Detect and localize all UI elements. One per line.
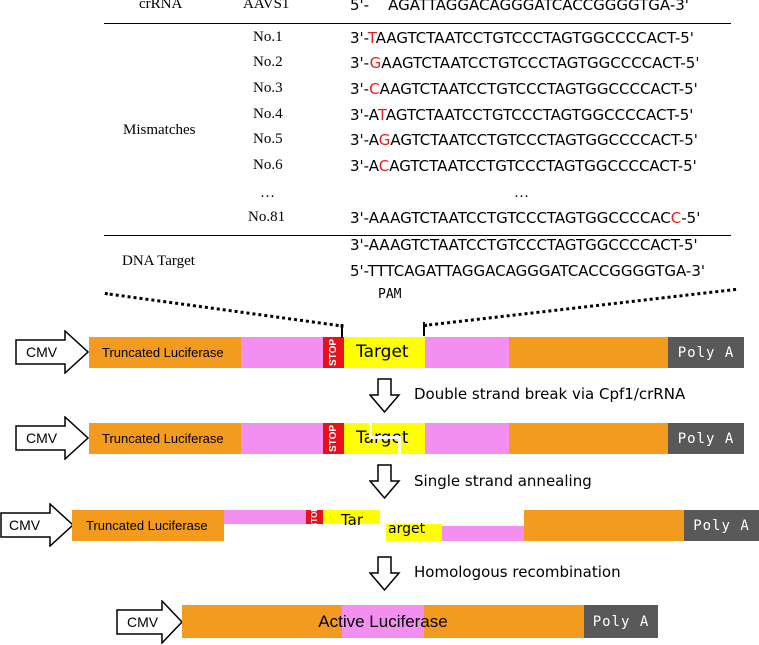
luciferase-fragment bbox=[509, 423, 668, 454]
mismatch-row-label: No.4 bbox=[253, 106, 283, 122]
mismatch-row-label: No.1 bbox=[253, 29, 283, 45]
polya-box: Poly A bbox=[684, 510, 759, 541]
cmv-arrow-icon bbox=[15, 416, 89, 460]
mismatch-row-label: No.5 bbox=[253, 131, 283, 147]
ellipsis-sequence: … bbox=[514, 185, 529, 201]
step-caption: Single strand annealing bbox=[414, 472, 592, 490]
down-arrow-icon bbox=[369, 556, 401, 592]
luciferase-fragment bbox=[524, 510, 684, 541]
pink-region bbox=[425, 423, 509, 454]
mismatch-row-label: No.81 bbox=[248, 209, 286, 225]
stop-codon: STOP bbox=[323, 423, 344, 454]
mismatch-base: G bbox=[369, 54, 382, 72]
pink-region bbox=[442, 526, 524, 541]
break-gap bbox=[369, 423, 372, 439]
table-middle-rule bbox=[104, 235, 731, 236]
mismatch-row-sequence: 3'-TAAGTCTAATCCTGTCCCTAGTGGCCCCACT-5' bbox=[350, 29, 694, 47]
cmv-arrow-icon bbox=[0, 503, 74, 547]
aavs1-label: AAVS1 bbox=[243, 0, 290, 12]
stop-codon: STOP bbox=[306, 510, 323, 524]
mismatch-row-sequence: 3'-GAAGTCTAATCCTGTCCCTAGTGGCCCCACT-5' bbox=[350, 54, 700, 72]
cmv-label: CMV bbox=[26, 344, 58, 360]
pam-label: PAM bbox=[378, 287, 402, 302]
polya-box: Poly A bbox=[668, 337, 744, 368]
luciferase-fragment bbox=[89, 337, 241, 368]
crrna-sequence: 5'- AGATTAGGACAGGGATCACCGGGGTGA-3' bbox=[350, 0, 689, 14]
luciferase-fragment bbox=[182, 605, 342, 638]
mismatch-base: T bbox=[367, 29, 376, 47]
luciferase-fragment bbox=[509, 337, 668, 368]
cmv-arrow-icon bbox=[116, 600, 184, 644]
cmv-label: CMV bbox=[127, 614, 159, 630]
target-site bbox=[344, 337, 425, 368]
mismatch-row-sequence: 3'-AAAGTCTAATCCTGTCCCTAGTGGCCCCACC-5' bbox=[350, 209, 701, 227]
pink-region bbox=[241, 423, 323, 454]
cut-marker bbox=[341, 324, 343, 338]
table-top-rule bbox=[104, 23, 731, 24]
mismatch-base: C bbox=[378, 157, 390, 175]
mismatch-row-sequence: 3'-ACAGTCTAATCCTGTCCCTAGTGGCCCCACT-5' bbox=[350, 157, 697, 175]
mismatch-row-label: No.2 bbox=[253, 54, 283, 70]
zoom-line-left bbox=[104, 292, 344, 328]
dna-target-label: DNA Target bbox=[122, 253, 195, 269]
step-caption: Double strand break via Cpf1/crRNA bbox=[414, 385, 686, 403]
target-label: arget bbox=[388, 521, 426, 537]
mismatch-row-label: No.3 bbox=[253, 80, 283, 96]
polya-box: Poly A bbox=[584, 605, 658, 638]
truncated-luciferase-label: Truncated Luciferase bbox=[102, 345, 224, 360]
mismatches-label: Mismatches bbox=[123, 122, 196, 138]
break-gap bbox=[398, 436, 401, 454]
luciferase-fragment bbox=[72, 510, 224, 541]
cmv-arrow-icon bbox=[15, 330, 89, 374]
cut-marker bbox=[423, 322, 425, 336]
ellipsis-label: … bbox=[260, 185, 275, 201]
dna-strand-bottom: 3'-AAAGTCTAATCCTGTCCCTAGTGGCCCCACT-5' bbox=[350, 236, 698, 254]
step-caption: Homologous recombination bbox=[414, 563, 621, 581]
zoom-line-right bbox=[424, 287, 737, 327]
target-site bbox=[386, 524, 442, 541]
mismatch-row-sequence: 3'-AGAGTCTAATCCTGTCCCTAGTGGCCCCACT-5' bbox=[350, 131, 698, 149]
mismatch-row-label: No.6 bbox=[253, 157, 283, 173]
cmv-label: CMV bbox=[26, 430, 58, 446]
luciferase-fragment bbox=[89, 423, 241, 454]
polya-box: Poly A bbox=[668, 423, 744, 454]
active-luciferase-label: Active Luciferase bbox=[318, 611, 448, 631]
down-arrow-icon bbox=[369, 464, 401, 500]
cmv-label: CMV bbox=[9, 517, 41, 533]
mismatch-row-sequence: 3'-CAAGTCTAATCCTGTCCCTAGTGGCCCCACT-5' bbox=[350, 80, 698, 98]
dna-strand-top: 5'-TTTCAGATTAGGACAGGGATCACCGGGGTGA-3' bbox=[350, 262, 706, 280]
mismatch-base: T bbox=[377, 106, 386, 124]
down-arrow-icon bbox=[369, 378, 401, 414]
stop-codon: STOP bbox=[323, 337, 344, 368]
pink-region bbox=[241, 337, 323, 368]
break-gap bbox=[370, 436, 400, 439]
pink-region bbox=[425, 337, 509, 368]
luciferase-fragment bbox=[424, 605, 584, 638]
target-site bbox=[323, 510, 380, 524]
mismatch-base: C bbox=[369, 80, 380, 98]
pink-region bbox=[342, 605, 424, 638]
mismatch-base: G bbox=[378, 131, 391, 149]
target-label: Target bbox=[356, 342, 409, 362]
mismatch-row-sequence: 3'-ATAGTCTAATCCTGTCCCTAGTGGCCCCACT-5' bbox=[350, 106, 694, 124]
target-label: Tar bbox=[341, 514, 363, 526]
truncated-luciferase-label: Truncated Luciferase bbox=[86, 518, 208, 533]
truncated-luciferase-label: Truncated Luciferase bbox=[102, 431, 224, 446]
pink-region bbox=[224, 510, 306, 524]
crrna-label: crRNA bbox=[139, 0, 183, 12]
mismatch-base: C bbox=[670, 209, 682, 227]
